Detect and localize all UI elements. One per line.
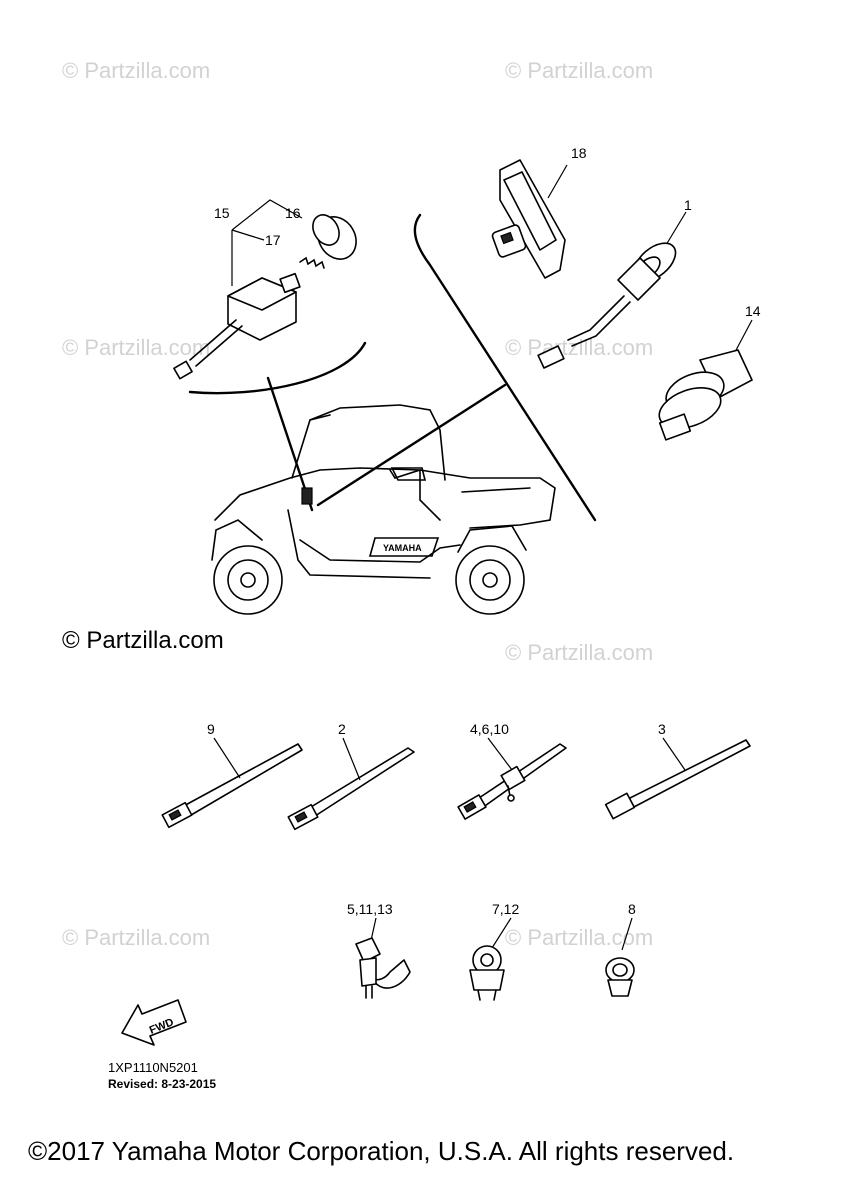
watermark: © Partzilla.com: [505, 58, 653, 83]
cable-tie-9-part: [161, 743, 303, 829]
diagram-code: 1XP1110N5201: [108, 1060, 198, 1075]
switch-assembly-part: [173, 199, 357, 380]
clip-7-12-part: [469, 917, 512, 1001]
detail-boundary-left: [188, 341, 367, 395]
watermark: © Partzilla.com: [62, 335, 210, 360]
leader-to-vehicle-right: [316, 383, 507, 507]
watermark: © Partzilla.com: [62, 925, 210, 950]
callout-16: 16: [285, 205, 301, 221]
callout-3: 3: [658, 721, 666, 737]
callout-8: 8: [628, 901, 636, 917]
callout-2: 2: [338, 721, 346, 737]
clip-5-11-13-part: [355, 917, 411, 999]
connector-part: [658, 319, 753, 441]
clip-8-part: [605, 917, 635, 997]
callout-5-11-13: 5,11,13: [347, 901, 393, 917]
watermark: © Partzilla.com: [505, 640, 653, 665]
cable-tie-clamp-part: [457, 743, 567, 820]
callout-labels: 15 16 17 18 1 14 9 2 4,6,10 3 5,11,13 7,…: [207, 145, 761, 917]
callout-9: 9: [207, 721, 215, 737]
watermark: © Partzilla.com: [505, 925, 653, 950]
callout-1: 1: [684, 197, 692, 213]
cable-tie-3-part: [604, 739, 751, 820]
callout-18: 18: [571, 145, 587, 161]
revision-date: Revised: 8-23-2015: [108, 1077, 216, 1091]
main-watermark: © Partzilla.com: [62, 627, 224, 654]
cable-tie-2-part: [287, 747, 415, 831]
callout-4-6-10: 4,6,10: [470, 721, 509, 737]
forward-arrow-icon: FWD: [121, 999, 187, 1046]
socket-housing-part: [491, 159, 568, 279]
callout-14: 14: [745, 303, 761, 319]
vehicle-badge: YAMAHA: [383, 543, 422, 553]
watermark: © Partzilla.com: [505, 335, 653, 360]
power-socket-part: [537, 211, 687, 369]
watermark: © Partzilla.com: [62, 58, 210, 83]
callout-15: 15: [214, 205, 230, 221]
watermark-layer: © Partzilla.com © Partzilla.com © Partzi…: [62, 58, 653, 950]
vehicle-illustration: YAMAHA: [211, 404, 556, 615]
detail-boundary-right: [413, 213, 597, 522]
callout-7-12: 7,12: [492, 901, 519, 917]
copyright-footer: ©2017 Yamaha Motor Corporation, U.S.A. A…: [28, 1136, 734, 1166]
callout-17: 17: [265, 232, 281, 248]
